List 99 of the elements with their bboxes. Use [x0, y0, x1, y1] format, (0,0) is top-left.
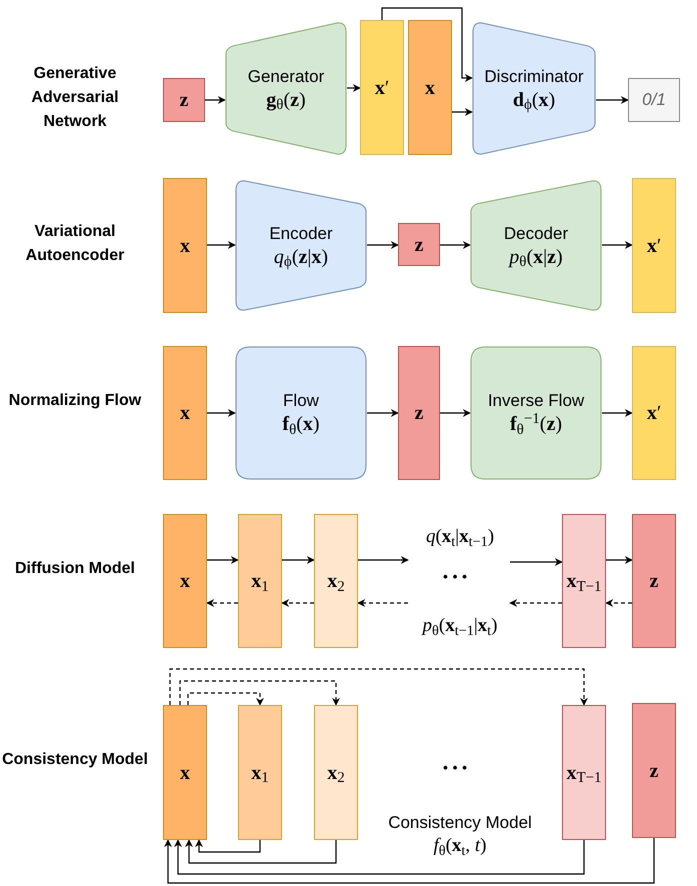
math-symbol: x′ [374, 76, 390, 100]
data-block [314, 514, 358, 648]
arrow [367, 241, 399, 249]
arrow [205, 96, 226, 104]
math-symbol: x′ [646, 234, 662, 258]
dashed-arrow [187, 692, 264, 706]
block-title: Decoder [504, 222, 568, 244]
latent-block [398, 223, 440, 266]
math-symbol: z [650, 569, 658, 593]
block-title: Inverse Flow [488, 390, 584, 412]
output-label: 0/1 [642, 89, 666, 112]
arrow [358, 556, 409, 564]
latent-block [632, 703, 676, 838]
math-formula: g$_{θ}$(z) [266, 88, 306, 112]
math-formula: q$_{ϕ}$(z|x) [274, 244, 328, 268]
math-formula: f$_{θ}$(x) [282, 412, 320, 436]
block-title: Generator [248, 66, 324, 88]
data-block [562, 514, 606, 648]
dashed-arrow [281, 599, 314, 607]
arrow [207, 241, 236, 249]
math-formula: d$_{ϕ}$(x) [512, 88, 556, 112]
latent-block [163, 78, 205, 122]
generator-trapezoid [225, 22, 347, 155]
row-title: Consistency Model [2, 750, 148, 770]
data-block [314, 705, 358, 840]
flow-box [235, 346, 367, 480]
math-formula: f$_{θ}$(x$_{t}$, t) [433, 834, 486, 860]
arrow [602, 409, 633, 417]
data-block [163, 178, 207, 313]
data-block [632, 178, 676, 313]
data-block [632, 346, 676, 480]
math-symbol: x [425, 76, 435, 100]
math-symbol: z [650, 758, 658, 782]
arrow [207, 409, 236, 417]
arrow [440, 409, 471, 417]
decoder-trapezoid [470, 180, 602, 311]
latent-block [398, 346, 440, 480]
arrow [606, 556, 633, 564]
block-title: Discriminator [484, 66, 584, 88]
data-block [238, 514, 282, 648]
block-title: Flow [283, 390, 319, 412]
data-block [562, 705, 606, 840]
arrow [367, 409, 399, 417]
data-block [163, 705, 207, 840]
math-formula: p$_{θ}$(x|z) [509, 244, 563, 268]
encoder-trapezoid [235, 180, 367, 311]
row-title: Diffusion Model [15, 559, 135, 579]
math-symbol: x$_{T−1}$ [566, 569, 602, 593]
math-formula: f$_{θ}$$^{−1}$(z) [510, 412, 562, 436]
math-symbol: z [180, 88, 188, 112]
arrow [347, 84, 361, 92]
math-symbol: x [180, 569, 190, 593]
data-block [360, 20, 404, 155]
data-block [163, 514, 207, 648]
math-symbol: x$_{2}$ [327, 569, 345, 593]
dashed-arrow [206, 599, 238, 607]
ellipsis: • • • [442, 759, 468, 779]
dashed-arrow [169, 668, 588, 706]
arrow [602, 241, 633, 249]
row-title: Generative Adversarial Network [30, 64, 120, 132]
caption-text: Consistency Model [388, 812, 532, 834]
arrow [381, 7, 473, 82]
math-symbol: x [180, 401, 190, 425]
math-formula: q(x$_{t}$|x$_{t−1}$) [426, 525, 494, 552]
arrow [510, 558, 563, 566]
latent-block [632, 514, 676, 648]
dashed-arrow [179, 680, 340, 706]
arrow [452, 108, 473, 116]
arrow [185, 839, 337, 864]
row-title: Normalizing Flow [8, 391, 142, 411]
arrow [174, 839, 585, 875]
arrow [207, 556, 239, 564]
block-title: Encoder [269, 222, 333, 244]
arrow [440, 241, 471, 249]
math-symbol: x$_{1}$ [251, 569, 269, 593]
arrow [282, 556, 315, 564]
math-formula: p$_{θ}$(x$_{t−1}$|x$_{t}$) [422, 614, 498, 640]
arrow [596, 96, 629, 104]
inverse-flow-box [470, 346, 602, 480]
math-symbol: x$_{T−1}$ [566, 760, 602, 784]
output-box [628, 78, 680, 122]
math-symbol: x [180, 234, 190, 258]
data-block [408, 20, 452, 155]
ellipsis: • • • [442, 568, 468, 588]
math-symbol: x$_{1}$ [251, 760, 269, 784]
math-symbol: x′ [646, 401, 662, 425]
row-title: Variational Autoencoder [24, 222, 126, 266]
math-symbol: z [414, 232, 424, 256]
discriminator-trapezoid [472, 22, 596, 155]
arrow [164, 838, 655, 884]
data-block [238, 705, 282, 840]
arrow [195, 839, 261, 853]
math-symbol: x$_{2}$ [327, 760, 345, 784]
dashed-arrow [357, 599, 408, 607]
math-symbol: x [180, 760, 190, 784]
dashed-arrow [509, 599, 562, 607]
dashed-arrow [605, 599, 632, 607]
data-block [163, 346, 207, 480]
math-symbol: z [414, 401, 424, 425]
